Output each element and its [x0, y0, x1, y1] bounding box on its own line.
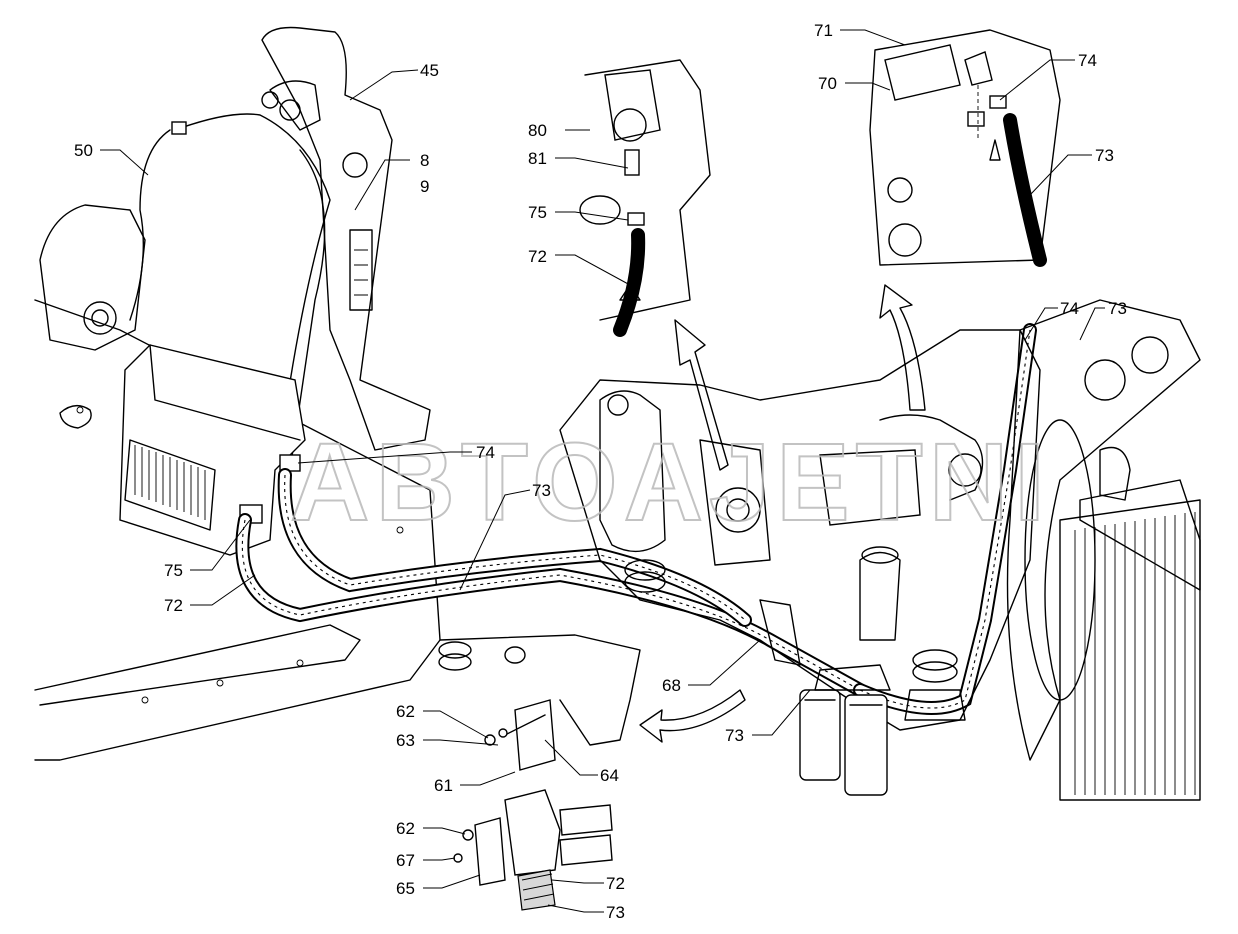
- pipe-upper: [559, 804, 613, 836]
- inset-hose-73: [1003, 113, 1047, 267]
- callout-73-hose: 73: [532, 481, 551, 500]
- radiator: [1059, 499, 1201, 801]
- callout-75-heater: 75: [164, 561, 183, 580]
- callout-73-bracket: 73: [606, 903, 625, 922]
- inset-valve-71: [884, 44, 961, 101]
- seat-vent-1: [269, 80, 321, 131]
- bolt-62: [484, 734, 496, 746]
- callout-63: 63: [396, 731, 415, 750]
- callout-70: 70: [818, 74, 837, 93]
- inset-detail-71-74: [869, 29, 1061, 267]
- callout-50: 50: [74, 141, 93, 160]
- callout-65: 65: [396, 879, 415, 898]
- cooling-assembly: [1006, 299, 1201, 801]
- inset-engine-outline: [584, 59, 711, 321]
- connector: [171, 121, 187, 135]
- hose-stub: [517, 869, 556, 911]
- inset-clamp-74: [989, 95, 1007, 109]
- callout-labels: 45 50 8 9 80 81 75 72 71 70 74 73 74 73 …: [74, 21, 1127, 922]
- inset-detail-75-72: [579, 59, 711, 337]
- inset-bracket-detail: [438, 634, 641, 911]
- callout-73-inset: 73: [1095, 146, 1114, 165]
- callout-81: 81: [528, 149, 547, 168]
- clamp-block: [504, 789, 561, 876]
- callout-62-bottom: 62: [396, 819, 415, 838]
- engine-block: [559, 329, 1041, 731]
- callout-72-bracket: 72: [606, 874, 625, 893]
- direction-arrows: [639, 284, 926, 743]
- heater-box: [119, 344, 306, 556]
- arrow-to-inset-3: [639, 689, 746, 743]
- harness-9: [289, 149, 326, 471]
- arrow-to-inset-1: [674, 319, 729, 471]
- inset-frame-outline: [869, 29, 1061, 266]
- callout-75-inset: 75: [528, 203, 547, 222]
- watermark: ABTOAJETNI: [290, 421, 1051, 544]
- bracket-68: [759, 599, 801, 666]
- callout-68: 68: [662, 676, 681, 695]
- bracket-plate-61: [514, 699, 556, 771]
- radiator-top-tank: [1079, 479, 1201, 591]
- callout-73-filter: 73: [725, 726, 744, 745]
- cab-assembly: [34, 26, 441, 761]
- pipe-lower: [559, 834, 613, 866]
- callout-74-inset: 74: [1078, 51, 1097, 70]
- callout-45: 45: [420, 61, 439, 80]
- inset-hose-72: [613, 228, 646, 337]
- callout-80: 80: [528, 121, 547, 140]
- callout-67: 67: [396, 851, 415, 870]
- callout-8: 8: [420, 151, 429, 170]
- inset-head: [604, 69, 661, 141]
- arrow-to-inset-2: [879, 284, 926, 411]
- timing-cover: [699, 439, 771, 566]
- callout-72-heater: 72: [164, 596, 183, 615]
- oil-filter-1: [799, 689, 841, 781]
- callout-61: 61: [434, 776, 453, 795]
- callout-72-inset: 72: [528, 247, 547, 266]
- intake-box: [819, 449, 921, 526]
- heater-grille: [124, 439, 216, 531]
- inset-clamp-75: [627, 212, 645, 226]
- oil-filter-2: [844, 694, 888, 796]
- callout-74-engine: 74: [1060, 299, 1079, 318]
- harness-8: [174, 113, 331, 451]
- side-tank: [39, 204, 146, 351]
- callout-64: 64: [600, 766, 619, 785]
- callout-9: 9: [420, 177, 429, 196]
- panel-cutout: [59, 405, 92, 429]
- harness-50: [129, 129, 171, 321]
- filter-head: [814, 664, 891, 691]
- inset-valve-81: [624, 149, 640, 176]
- seat-slot: [349, 229, 373, 311]
- bracket-frame: [439, 634, 641, 746]
- heater-box-edge: [149, 344, 301, 441]
- bracket-plate-65: [474, 817, 506, 886]
- turbo: [879, 414, 984, 501]
- callout-leaders: [100, 29, 1105, 913]
- oil-filler: [859, 551, 901, 641]
- callout-73-engine: 73: [1108, 299, 1127, 318]
- seat-back-frame: [261, 26, 431, 451]
- fuel-filter: [599, 390, 666, 553]
- engine-assembly: [559, 329, 1041, 796]
- cab-floor-flange: [34, 624, 361, 706]
- callout-71: 71: [814, 21, 833, 40]
- callout-74-heater: 74: [476, 443, 495, 462]
- callout-62-top: 62: [396, 702, 415, 721]
